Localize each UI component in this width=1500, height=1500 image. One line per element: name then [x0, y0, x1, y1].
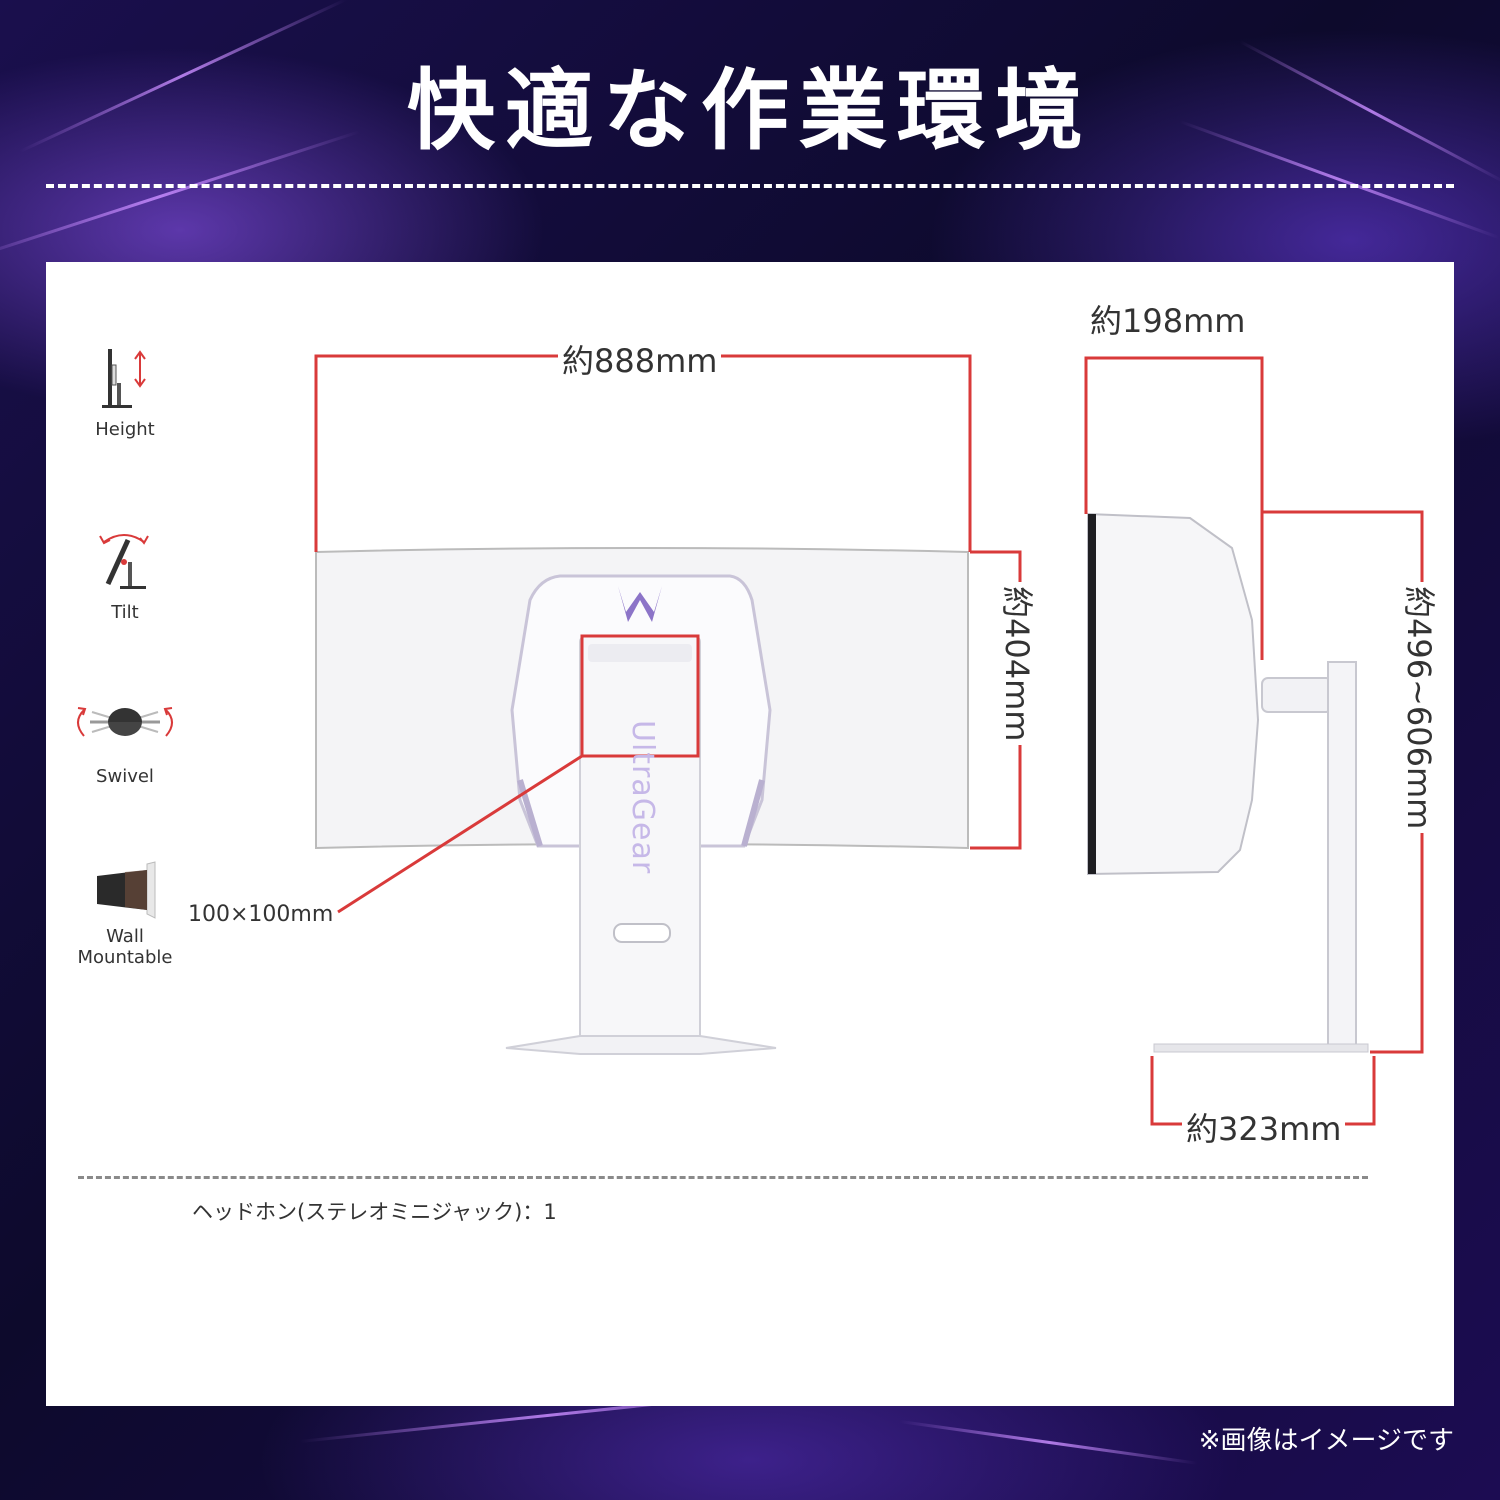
wall-mount-icon: [97, 861, 156, 919]
side-stand-column: [1327, 661, 1357, 1051]
stand-height-label: 約496~606mm: [1398, 582, 1444, 834]
monitor-side-view: [1087, 512, 1260, 876]
cable-hole: [613, 923, 671, 943]
stand-base: [505, 1035, 777, 1055]
image-disclaimer: ※画像はイメージです: [1198, 1426, 1454, 1456]
height-label: 約404mm: [996, 582, 1042, 746]
height-adjust-icon: [102, 349, 146, 408]
width-dimension-line: [314, 354, 972, 552]
vesa-leader-line: [337, 754, 583, 914]
feature-label: Height: [95, 419, 155, 440]
feature-wall-mount: Wall Mountable: [70, 858, 180, 968]
feature-height: Height: [70, 345, 180, 440]
divider-dashed-bottom: [78, 1176, 1368, 1179]
feature-tilt: Tilt: [70, 528, 180, 623]
headphone-note: ヘッドホン(ステレオミニジャック)：1: [192, 1200, 557, 1224]
vesa-label: 100×100mm: [188, 902, 334, 927]
width-label: 約888mm: [558, 336, 722, 382]
ultragear-logo-icon: [618, 586, 662, 622]
depth-dimension-line: [1084, 356, 1264, 660]
brand-text: UltraGear: [625, 720, 660, 875]
vesa-highlight-box: [580, 634, 700, 758]
base-depth-label: 約323mm: [1182, 1104, 1346, 1150]
swivel-icon: [77, 707, 173, 737]
divider-dashed-top: [46, 184, 1454, 188]
side-arm: [1261, 677, 1333, 713]
feature-label: Swivel: [96, 766, 154, 787]
depth-label: 約198mm: [1086, 296, 1250, 342]
feature-swivel: Swivel: [70, 698, 180, 787]
feature-label: Wall Mountable: [77, 926, 173, 968]
tilt-icon: [99, 534, 149, 589]
side-base: [1153, 1043, 1369, 1053]
page-title: 快適な作業環境: [406, 59, 1093, 162]
feature-label: Tilt: [111, 602, 139, 623]
